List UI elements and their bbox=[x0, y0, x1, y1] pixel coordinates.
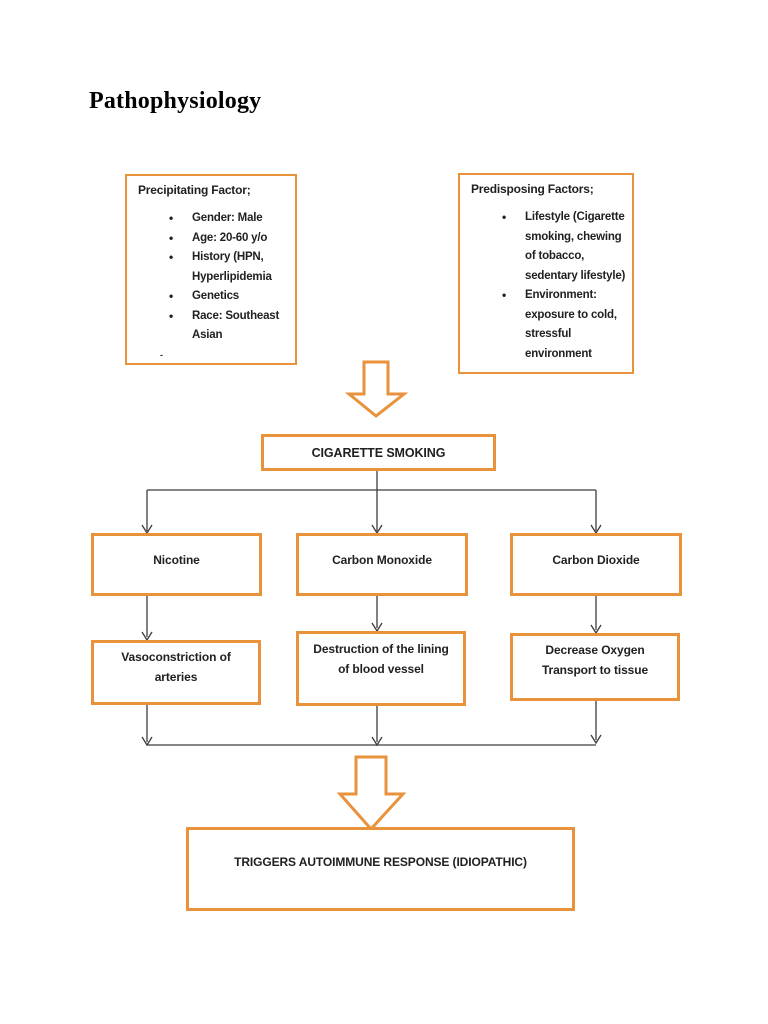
precipitating-factors-list: Gender: Male Age: 20-60 y/o History (HPN… bbox=[138, 209, 289, 346]
predisposing-factors-list: Lifestyle (Cigarette smoking, chewing of… bbox=[471, 208, 626, 364]
list-item: History (HPN, Hyperlipidemia bbox=[169, 248, 289, 287]
node-triggers-autoimmune-response: TRIGGERS AUTOIMMUNE RESPONSE (IDIOPATHIC… bbox=[186, 827, 575, 911]
predisposing-factors-box: Predisposing Factors; Lifestyle (Cigaret… bbox=[458, 173, 634, 374]
node-vasoconstriction: Vasoconstriction of arteries bbox=[91, 640, 261, 705]
predisposing-factors-title: Predisposing Factors; bbox=[471, 182, 594, 196]
node-destruction-lining: Destruction of the lining of blood vesse… bbox=[296, 631, 466, 706]
node-cigarette-smoking: CIGARETTE SMOKING bbox=[261, 434, 496, 471]
list-item: Lifestyle (Cigarette smoking, chewing of… bbox=[502, 208, 626, 286]
block-down-arrow-icon bbox=[344, 360, 409, 418]
page-title: Pathophysiology bbox=[89, 88, 262, 114]
list-item: Age: 20-60 y/o bbox=[169, 229, 289, 249]
node-carbon-dioxide: Carbon Dioxide bbox=[510, 533, 682, 596]
node-nicotine: Nicotine bbox=[91, 533, 262, 596]
block-down-arrow-icon bbox=[336, 755, 407, 832]
list-item: Environment: exposure to cold, stressful… bbox=[502, 286, 626, 364]
precipitating-factors-title: Precipitating Factor; bbox=[138, 183, 251, 197]
node-decrease-oxygen: Decrease Oxygen Transport to tissue bbox=[510, 633, 680, 701]
list-item: Gender: Male bbox=[169, 209, 289, 229]
node-carbon-monoxide: Carbon Monoxide bbox=[296, 533, 468, 596]
precipitating-factors-box: Precipitating Factor; Gender: Male Age: … bbox=[125, 174, 297, 365]
list-item: Genetics bbox=[169, 287, 289, 307]
list-item: Race: Southeast Asian bbox=[169, 307, 289, 346]
stray-dash: - bbox=[160, 350, 163, 360]
arrowhead-icon bbox=[590, 734, 602, 745]
